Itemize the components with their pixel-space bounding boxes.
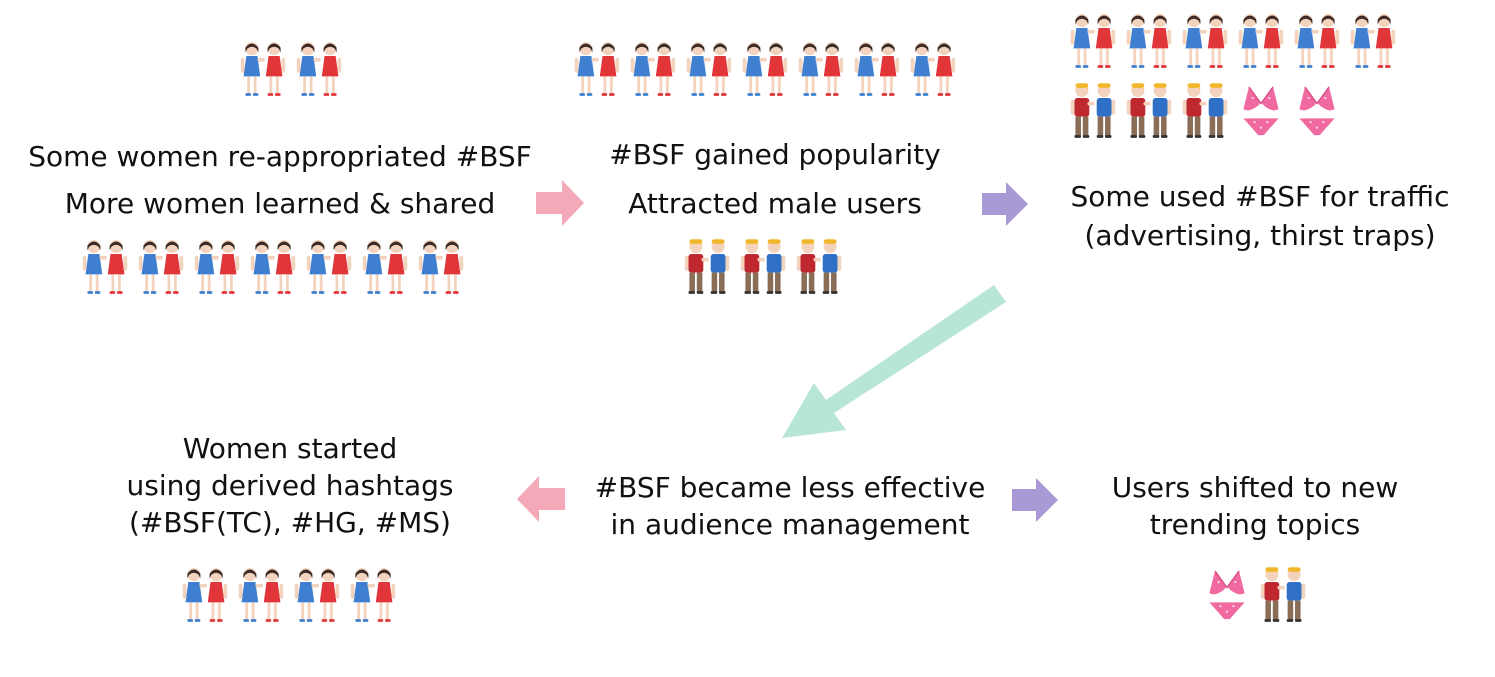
two-women-holding-hands-icon <box>684 38 734 100</box>
two-women-holding-hands-icon <box>572 38 622 100</box>
two-men-holding-hands-icon <box>1068 80 1118 142</box>
two-women-holding-hands-icon <box>740 38 790 100</box>
arrow-n2-to-n3 <box>982 182 1028 226</box>
node5-line2: using derived hashtags <box>126 469 454 502</box>
node2-line2: Attracted male users <box>628 187 922 220</box>
two-women-holding-hands-icon <box>80 236 130 298</box>
two-women-holding-hands-icon <box>136 236 186 298</box>
two-women-holding-hands-icon <box>1068 10 1118 72</box>
two-women-holding-hands-icon <box>1236 10 1286 72</box>
node4-line2: in audience management <box>610 508 970 541</box>
two-women-holding-hands-icon <box>628 38 678 100</box>
arrow-n3-to-n4 <box>782 285 1006 438</box>
arrow-n4-to-n6 <box>1012 478 1058 522</box>
node3-line2: (advertising, thirst traps) <box>1084 219 1436 252</box>
two-women-holding-hands-icon <box>236 564 286 626</box>
two-women-holding-hands-icon <box>180 564 230 626</box>
node3-line1: Some used #BSF for traffic <box>1070 180 1450 213</box>
two-women-holding-hands-icon <box>1180 10 1230 72</box>
men-and-bikini-n3 <box>1068 80 1342 142</box>
arrow-n4-to-n5 <box>517 476 565 522</box>
women-pairs-top-n1 <box>238 38 344 100</box>
two-women-holding-hands-icon <box>1292 10 1342 72</box>
two-women-holding-hands-icon <box>248 236 298 298</box>
node1-line2: More women learned & shared <box>64 187 496 220</box>
two-women-holding-hands-icon <box>304 236 354 298</box>
two-women-holding-hands-icon <box>348 564 398 626</box>
node5-line1: Women started <box>182 432 398 465</box>
two-women-holding-hands-icon <box>238 38 288 100</box>
node4-line1: #BSF became less effective <box>594 471 986 504</box>
women-pairs-n2 <box>572 38 958 100</box>
two-men-holding-hands-icon <box>1180 80 1230 142</box>
node6-line2: trending topics <box>1149 508 1361 541</box>
women-pairs-n3 <box>1068 10 1398 72</box>
two-women-holding-hands-icon <box>360 236 410 298</box>
two-women-holding-hands-icon <box>852 38 902 100</box>
two-women-holding-hands-icon <box>292 564 342 626</box>
bikini-icon <box>1236 80 1286 142</box>
women-pairs-bottom-n1 <box>80 236 466 298</box>
two-women-holding-hands-icon <box>908 38 958 100</box>
node6-line1: Users shifted to new <box>1111 471 1399 504</box>
bikini-and-men-n6 <box>1202 564 1308 626</box>
two-men-holding-hands-icon <box>1124 80 1174 142</box>
women-pairs-n5 <box>180 564 398 626</box>
node2-line1: #BSF gained popularity <box>609 138 941 171</box>
arrow-n1-to-n2 <box>536 180 584 226</box>
two-women-holding-hands-icon <box>796 38 846 100</box>
two-women-holding-hands-icon <box>294 38 344 100</box>
two-men-holding-hands-icon <box>682 236 732 298</box>
bikini-icon <box>1202 564 1252 626</box>
bikini-icon <box>1292 80 1342 142</box>
two-women-holding-hands-icon <box>1124 10 1174 72</box>
two-women-holding-hands-icon <box>1348 10 1398 72</box>
two-women-holding-hands-icon <box>192 236 242 298</box>
two-men-holding-hands-icon <box>1258 564 1308 626</box>
node5-line3: (#BSF(TC), #HG, #MS) <box>129 506 451 539</box>
two-women-holding-hands-icon <box>416 236 466 298</box>
node1-line1: Some women re-appropriated #BSF <box>28 140 532 173</box>
